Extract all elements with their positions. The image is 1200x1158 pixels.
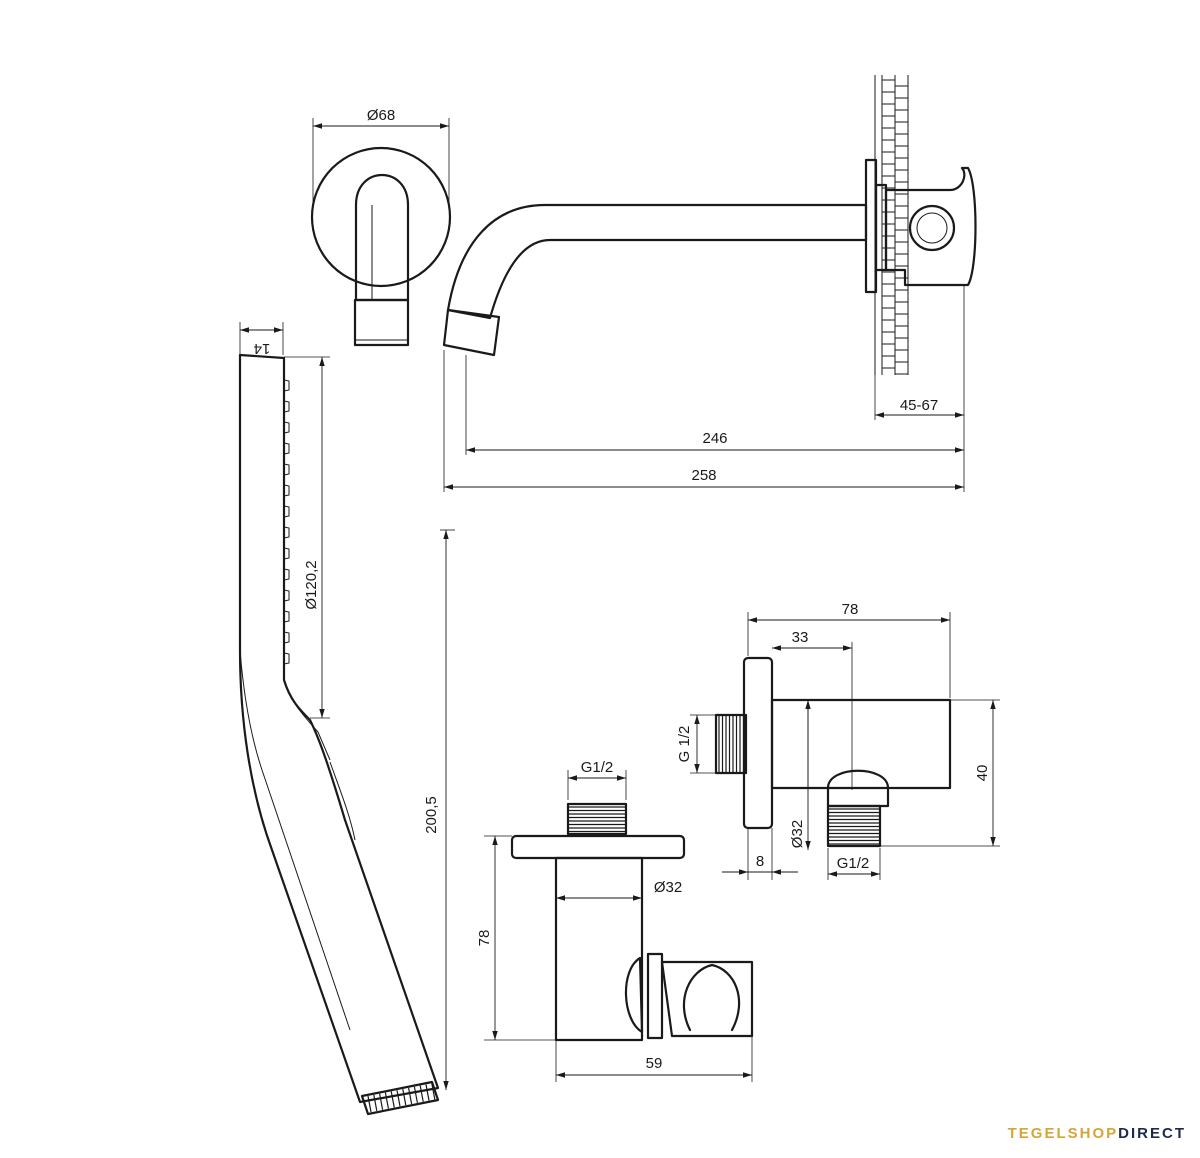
dim-outlet-inlet-thread: G 1/2	[676, 726, 693, 763]
dim-handshower-thickness: 14	[254, 340, 271, 357]
dim-head-diameter: Ø120,2	[303, 560, 320, 609]
hatch-line	[402, 1088, 407, 1106]
nozzle	[283, 589, 290, 602]
nozzle	[283, 526, 290, 539]
hatch-line	[390, 1091, 395, 1108]
dim-rosette-diameter: Ø68	[367, 107, 395, 124]
nozzle	[283, 547, 290, 560]
dim-outlet-height: 40	[974, 765, 991, 782]
dim-handshower-length: 200,5	[423, 796, 440, 834]
wall-hatching	[874, 75, 909, 375]
nozzle	[283, 442, 290, 455]
hatch-line	[379, 1093, 384, 1110]
nozzle	[283, 631, 290, 644]
dim-outlet-axis: 33	[792, 629, 809, 646]
dim-wall-depth: 45-67	[900, 397, 938, 414]
dim-outlet-diameter: Ø32	[789, 820, 806, 848]
nozzle	[283, 484, 290, 497]
nozzle	[283, 379, 290, 392]
brand-logo: TEGELSHOPDIRECT	[1008, 1125, 1186, 1142]
nozzle	[283, 421, 290, 434]
hatch-line	[431, 1083, 436, 1100]
hatch-line	[419, 1085, 424, 1102]
hatch-line	[413, 1086, 418, 1103]
logo-part-1: TEGELSHOP	[1007, 1125, 1119, 1142]
hatch-line	[396, 1090, 401, 1107]
nozzle	[283, 610, 290, 623]
nozzle	[283, 505, 290, 518]
nozzle	[283, 463, 290, 476]
spout-front-view: Ø68	[310, 107, 452, 347]
hatch-line	[408, 1087, 413, 1105]
hatch-line	[384, 1092, 389, 1109]
dim-holder-width: 59	[646, 1055, 663, 1072]
nozzle	[283, 400, 290, 413]
hatch-line	[367, 1095, 372, 1113]
dim-holder-height: 78	[476, 930, 493, 947]
logo-part-2: DIRECT	[1118, 1125, 1186, 1142]
nozzle	[283, 568, 290, 581]
spout-side-view: 45-67 246 258	[442, 75, 977, 492]
dim-outlet-flange: 8	[756, 853, 764, 870]
hand-shower: 14 Ø120,2 200,5	[238, 322, 455, 1116]
dim-outlet-outlet-thread: G1/2	[837, 855, 870, 872]
dim-spout-246: 246	[702, 430, 727, 447]
dim-holder-diameter: Ø32	[654, 879, 682, 896]
dim-spout-258: 258	[691, 467, 716, 484]
wall-holder: G1/2 Ø32 78 59	[476, 759, 754, 1082]
dim-holder-thread: G1/2	[581, 759, 614, 776]
hatch-line	[425, 1084, 430, 1101]
wall-outlet: 78 33 G 1/2 40 Ø32 8 G1/2	[676, 601, 1000, 880]
hatch-line	[373, 1094, 378, 1111]
nozzle	[283, 652, 290, 665]
dim-outlet-length: 78	[842, 601, 859, 618]
